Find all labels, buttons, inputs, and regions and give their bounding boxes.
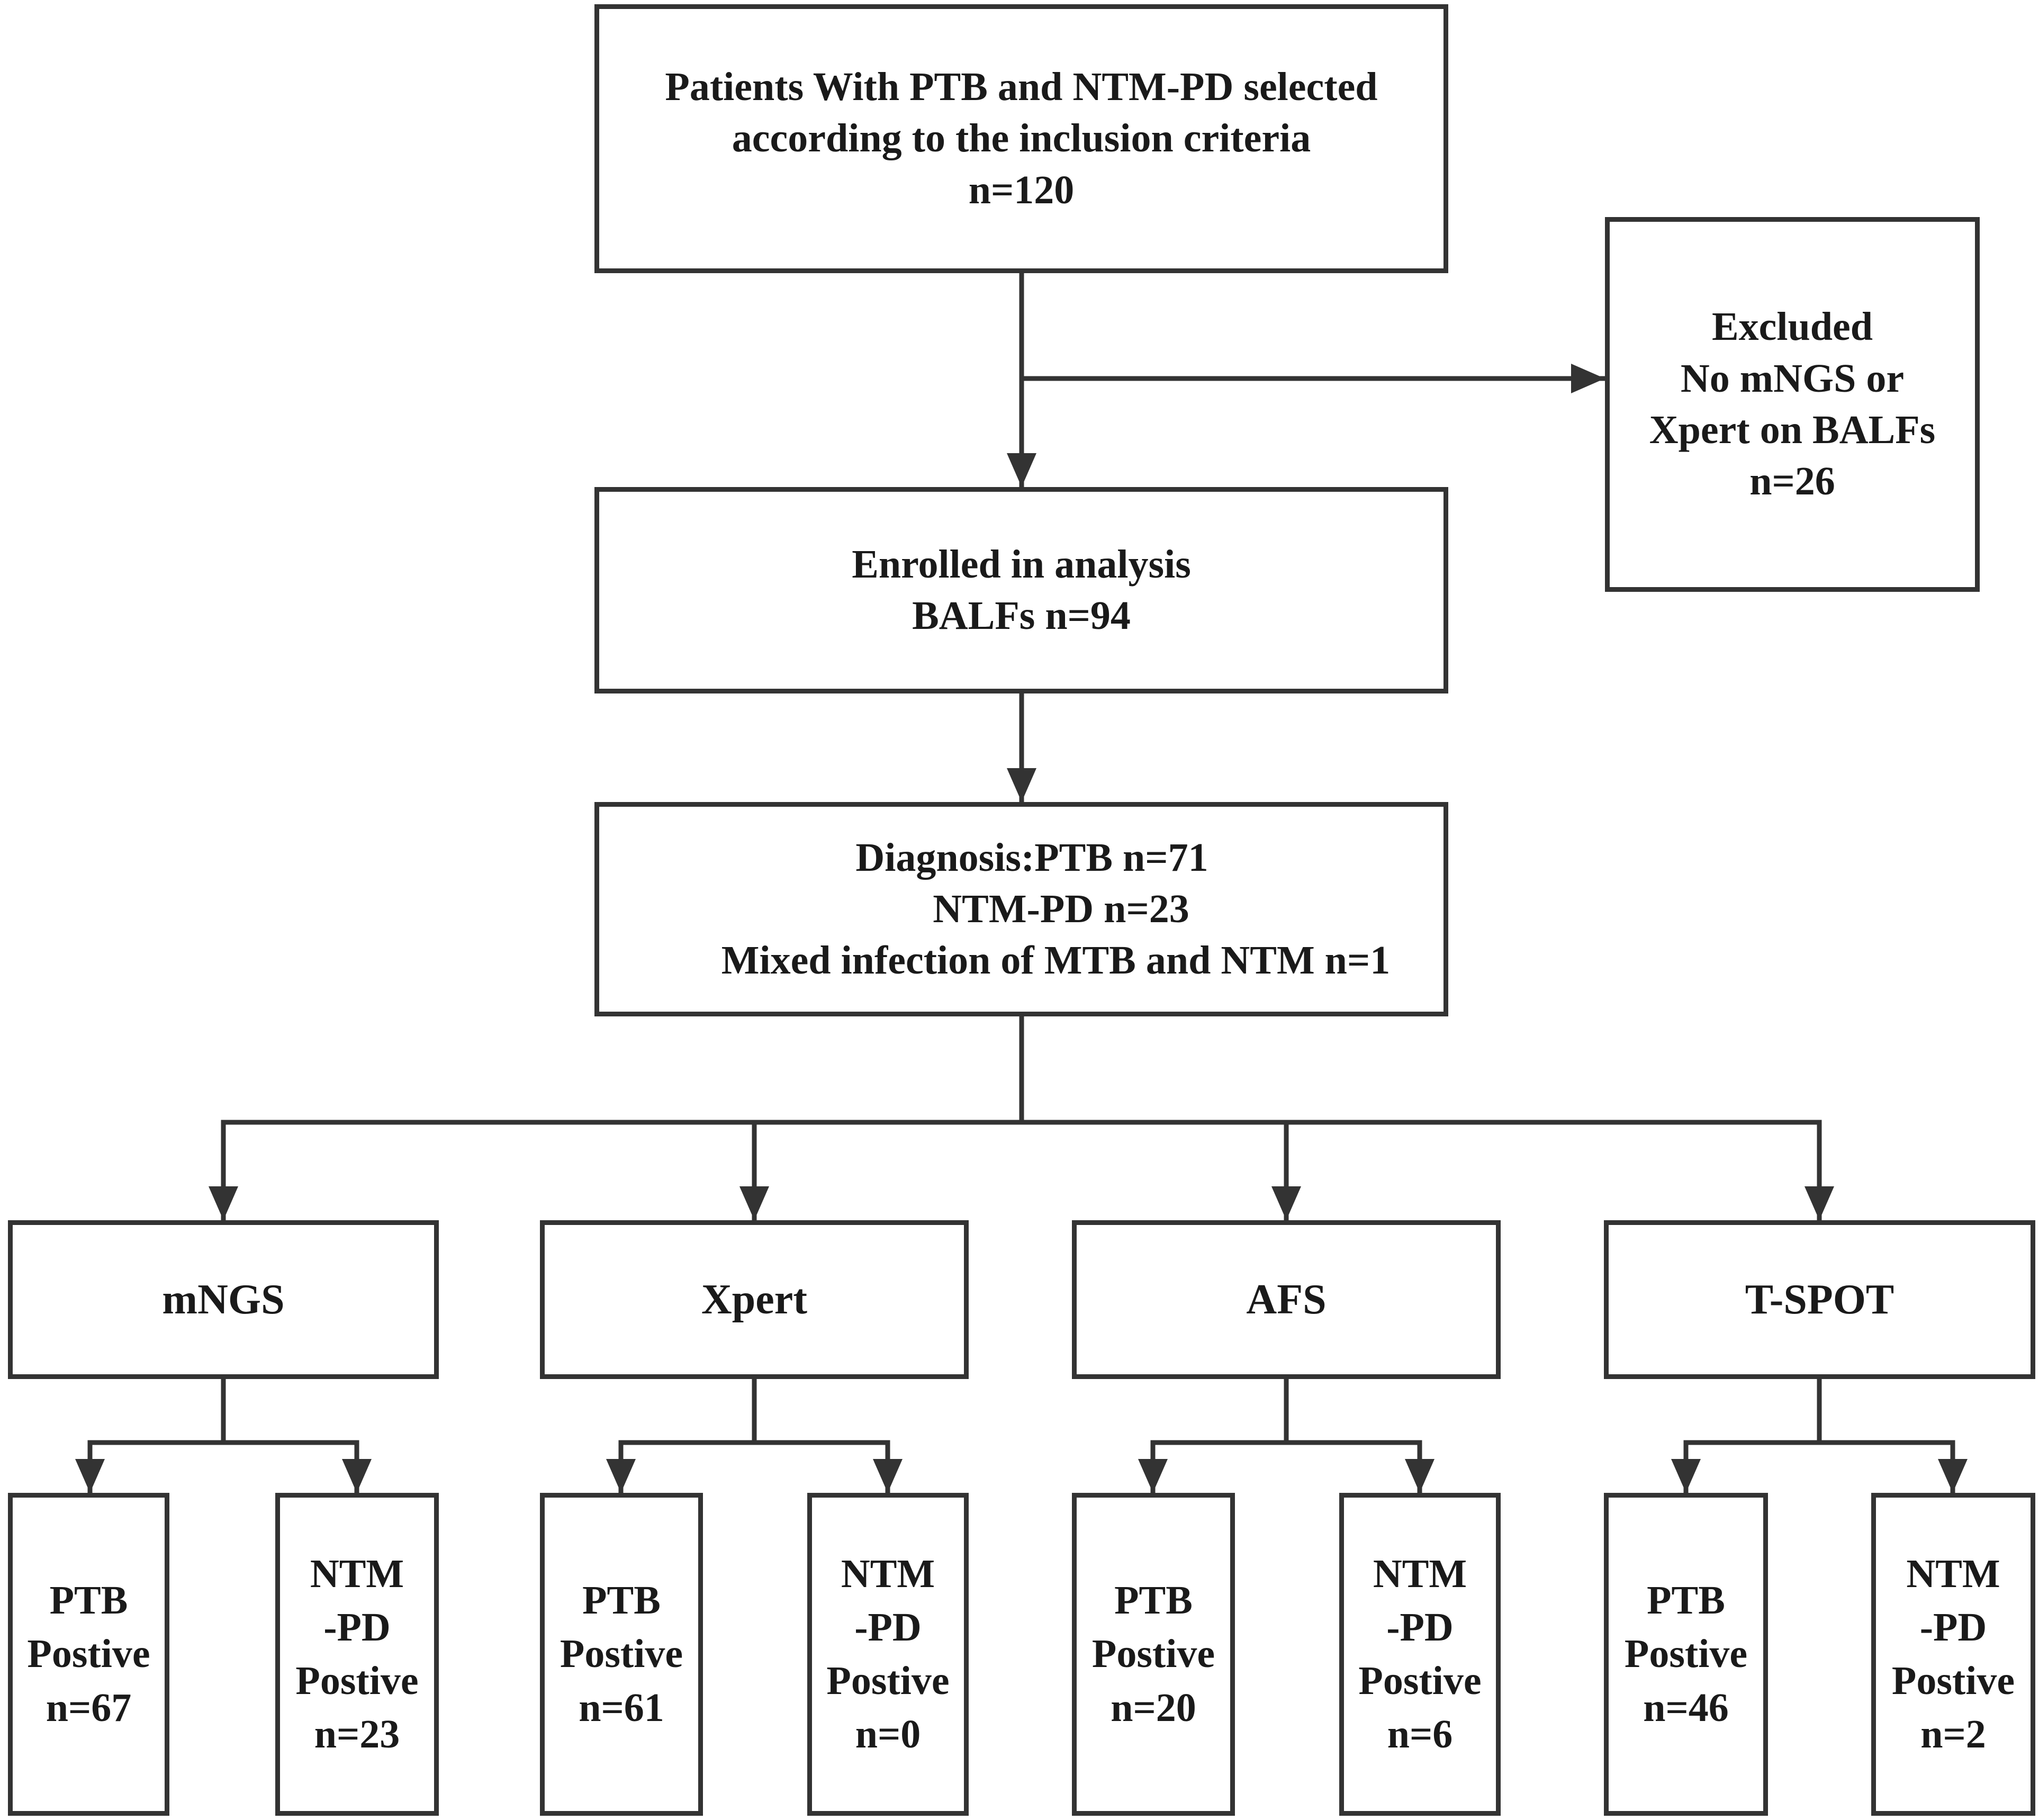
method-label: mNGS	[162, 1276, 285, 1323]
excluded-line-4: n=26	[1749, 459, 1835, 504]
result-line: n=20	[1111, 1685, 1196, 1730]
patients-line-3: n=120	[968, 167, 1075, 212]
patients-box: Patients With PTB and NTM-PD selected ac…	[594, 4, 1448, 273]
diagnosis-line-1: Diagnosis:PTB n=71	[855, 835, 1208, 880]
result-line: -PD	[854, 1605, 922, 1650]
result-line: PTB	[49, 1578, 128, 1623]
result-line: n=61	[579, 1685, 664, 1730]
result-line: Postive	[1624, 1632, 1748, 1677]
tspot-ntm-result-box: NTM -PD Postive n=2	[1871, 1493, 2035, 1816]
result-line: NTM	[841, 1551, 935, 1596]
mngs-ptb-result-box: PTB Postive n=67	[8, 1493, 169, 1816]
enrolled-box: Enrolled in analysis BALFs n=94	[594, 487, 1448, 693]
tspot-ptb-result-box: PTB Postive n=46	[1604, 1493, 1768, 1816]
result-line: n=46	[1643, 1685, 1729, 1730]
result-line: n=0	[855, 1712, 921, 1757]
method-box-mngs: mNGS	[8, 1220, 439, 1379]
result-line: Postive	[826, 1659, 950, 1703]
excluded-line-1: Excluded	[1711, 304, 1873, 349]
result-line: PTB	[1647, 1578, 1725, 1623]
excluded-box: Excluded No mNGS or Xpert on BALFs n=26	[1605, 217, 1980, 592]
xpert-ptb-result-box: PTB Postive n=61	[540, 1493, 703, 1816]
method-box-tspot: T-SPOT	[1604, 1220, 2035, 1379]
xpert-ntm-result-box: NTM -PD Postive n=0	[807, 1493, 969, 1816]
result-line: NTM	[1373, 1551, 1467, 1596]
result-line: Postive	[295, 1659, 419, 1703]
excluded-line-2: No mNGS or	[1680, 356, 1905, 401]
result-line: n=67	[46, 1685, 132, 1730]
result-line: PTB	[582, 1578, 661, 1623]
diagnosis-box: Diagnosis:PTB n=71 NTM-PD n=23 Mixed inf…	[594, 802, 1448, 1016]
result-line: Postive	[1358, 1659, 1482, 1703]
diagnosis-line-3: Mixed infection of MTB and NTM n=1	[721, 938, 1391, 983]
mngs-ntm-result-box: NTM -PD Postive n=23	[275, 1493, 439, 1816]
result-line: n=6	[1387, 1712, 1453, 1757]
diagnosis-line-2: NTM-PD n=23	[933, 886, 1189, 931]
patients-line-2: according to the inclusion criteria	[732, 116, 1311, 161]
method-label: AFS	[1246, 1276, 1327, 1323]
afs-ptb-result-box: PTB Postive n=20	[1072, 1493, 1235, 1816]
result-line: NTM	[310, 1551, 404, 1596]
method-box-afs: AFS	[1072, 1220, 1501, 1379]
result-line: Postive	[560, 1632, 683, 1677]
result-line: -PD	[1919, 1605, 1987, 1650]
result-line: NTM	[1906, 1551, 2000, 1596]
result-line: n=23	[314, 1712, 400, 1757]
result-line: Postive	[1091, 1632, 1215, 1677]
result-line: -PD	[323, 1605, 391, 1650]
result-line: PTB	[1114, 1578, 1193, 1623]
excluded-line-3: Xpert on BALFs	[1649, 408, 1936, 452]
method-label: T-SPOT	[1745, 1276, 1894, 1323]
afs-ntm-result-box: NTM -PD Postive n=6	[1339, 1493, 1501, 1816]
enrolled-line-1: Enrolled in analysis	[852, 542, 1191, 587]
patients-line-1: Patients With PTB and NTM-PD selected	[665, 65, 1378, 110]
result-line: n=2	[1920, 1712, 1986, 1757]
result-line: Postive	[1891, 1659, 2015, 1703]
method-box-xpert: Xpert	[540, 1220, 969, 1379]
enrolled-line-2: BALFs n=94	[912, 593, 1131, 638]
method-label: Xpert	[701, 1276, 807, 1323]
result-line: Postive	[27, 1632, 150, 1677]
result-line: -PD	[1386, 1605, 1454, 1650]
